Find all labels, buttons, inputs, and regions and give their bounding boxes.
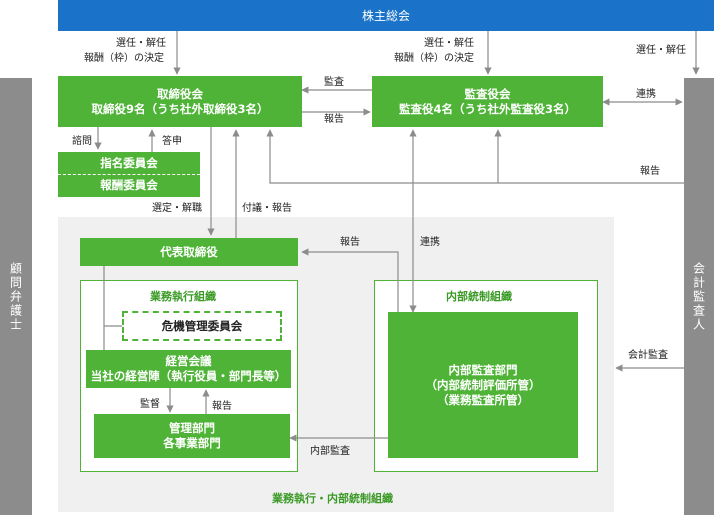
internal-audit-role-1: （内部統制評価所管） — [425, 377, 541, 392]
bottom-region-title: 業務執行・内部統制組織 — [272, 492, 393, 505]
risk-management-committee: 危機管理委員会 — [122, 311, 282, 341]
label-report-audit-board: 報告 — [324, 114, 344, 125]
management-meeting: 経営会議 当社の経営陣（執行役員・部門長等） — [86, 350, 291, 388]
label-supervise: 監督 — [140, 399, 160, 410]
label-elect-board-2: 報酬（枠）の決定 — [84, 53, 164, 64]
label-elect-board-1: 選任・解任 — [116, 38, 166, 49]
management-meeting-title: 経営会議 — [165, 354, 212, 368]
nomination-committee: 指名委員会 — [100, 156, 158, 170]
label-elect-auditor: 選任・解任 — [636, 45, 686, 56]
label-internal-audit: 内部監査 — [310, 446, 350, 457]
label-accounting-audit: 会計監査 — [628, 350, 668, 361]
label-reply: 答申 — [162, 136, 182, 147]
label-elect-audit-1: 選任・解任 — [424, 38, 474, 49]
remuneration-committee: 報酬委員会 — [100, 178, 158, 192]
business-exec-title: 業務執行組織 — [150, 290, 216, 303]
audit-board: 監査役会 監査役4名（うち社外監査役3名） — [372, 76, 603, 127]
label-report-mgmt: 報告 — [212, 401, 232, 412]
accounting-auditor-bar: 会計監査人 — [684, 78, 714, 515]
label-refer-report: 付議・報告 — [242, 203, 292, 214]
audit-board-title: 監査役会 — [464, 86, 511, 101]
admin-departments: 管理部門 — [169, 421, 215, 435]
representative-director: 代表取締役 — [80, 238, 298, 266]
management-meeting-members: 当社の経営陣（執行役員・部門長等） — [90, 369, 287, 383]
label-elect-audit-2: 報酬（枠）の決定 — [394, 53, 474, 64]
legal-counsel-bar: 顧問弁護士 — [0, 78, 32, 515]
internal-audit-department: 内部監査部門 （内部統制評価所管） （業務監査所管） — [388, 312, 578, 458]
label-audit: 監査 — [324, 77, 344, 88]
board-of-directors: 取締役会 取締役9名（うち社外取締役3名） — [58, 76, 302, 127]
label-report-rep: 報告 — [340, 237, 360, 248]
business-departments: 各事業部門 — [163, 436, 221, 450]
departments-box: 管理部門 各事業部門 — [94, 414, 290, 458]
committee-divider — [58, 174, 200, 175]
label-cooperation-mid: 連携 — [420, 237, 440, 248]
internal-audit-title: 内部監査部門 — [448, 362, 518, 377]
audit-board-members: 監査役4名（うち社外監査役3名） — [398, 101, 576, 116]
internal-control-title: 内部統制組織 — [446, 290, 512, 303]
board-members: 取締役9名（うち社外取締役3名） — [91, 101, 269, 116]
shareholders-meeting-bar: 株主総会 — [58, 0, 714, 31]
committees-box: 指名委員会 報酬委員会 — [58, 152, 200, 197]
board-title: 取締役会 — [157, 86, 203, 101]
label-appoint-dismiss: 選定・解職 — [152, 203, 202, 214]
internal-audit-role-2: （業務監査所管） — [437, 392, 529, 407]
label-inquiry: 諮問 — [72, 136, 92, 147]
label-cooperation-right: 連携 — [636, 89, 656, 100]
label-report-right: 報告 — [640, 166, 660, 177]
